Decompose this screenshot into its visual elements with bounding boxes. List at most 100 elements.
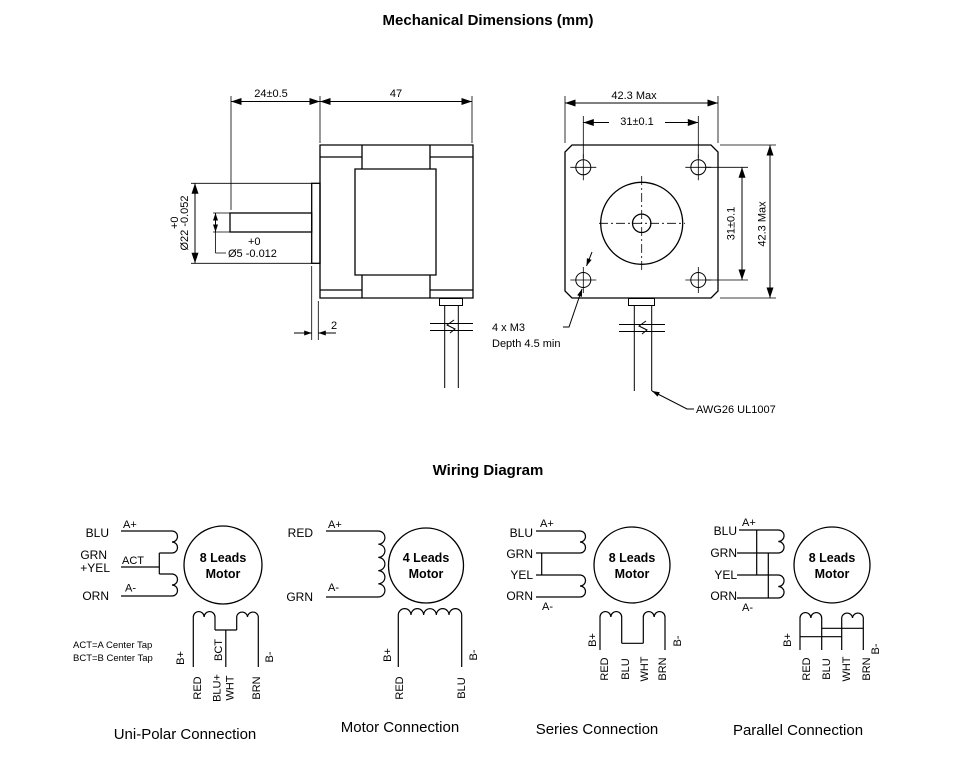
parallel-wire-grn: GRN (710, 546, 737, 560)
front-centerlines (599, 176, 685, 271)
front-flange-outline (564, 144, 719, 299)
parallel-wire-yel: YEL (714, 568, 737, 582)
front-cable (619, 298, 665, 391)
motor4-wire-red-bottom: RED (394, 676, 406, 699)
parallel-term-b-plus: B+ (782, 633, 794, 647)
series-wire-wht: WHT (639, 656, 651, 681)
thread-leader-line (563, 288, 583, 328)
motor4-wire-blu-bottom: BLU (456, 677, 468, 698)
unipolar-wire-grn: GRN (80, 548, 107, 562)
unipolar-term-a-minus: A- (125, 583, 136, 595)
side-extension-lines (191, 96, 473, 340)
side-cable-lines (444, 305, 459, 388)
parallel-caption: Parallel Connection (733, 722, 863, 739)
unipolar-term-bct: BCT (213, 639, 225, 661)
wiring-parallel: 8 Leads Motor BLU GRN YEL ORN A+ A- B+ B… (710, 517, 882, 739)
motor4-term-b-plus: B+ (382, 648, 394, 662)
side-cable (430, 298, 473, 388)
series-caption: Series Connection (536, 721, 659, 738)
thread-note-line1: 4 x M3 (492, 322, 525, 334)
parallel-wire-wht: WHT (841, 656, 853, 681)
side-shaft-boss (311, 182, 321, 264)
unipolar-term-act: ACT (122, 555, 144, 567)
series-wires (536, 530, 666, 650)
series-wire-red: RED (599, 657, 611, 680)
series-wire-grn: GRN (506, 547, 533, 561)
page-title-wiring: Wiring Diagram (433, 462, 544, 479)
dim-text-holes-v-group: 31±0.1 (726, 207, 738, 241)
dim-text-boss-dia-tol: +0 (169, 216, 181, 229)
motor4-wire-grn-left: GRN (286, 590, 313, 604)
motor4-term-a-plus: A+ (328, 519, 342, 531)
unipolar-term-b-minus: B- (264, 651, 276, 662)
dim-text-boss-depth: 2 (331, 320, 337, 332)
parallel-wires (737, 529, 864, 650)
wiring-series: 8 Leads Motor BLU GRN YEL ORN A+ A- B+ B… (506, 518, 684, 738)
front-cable-lines (633, 305, 653, 391)
dim-text-shaft-dia-tol: +0 (248, 236, 261, 248)
motor4-motor-line2: Motor (409, 567, 444, 581)
front-extension-lines (564, 96, 776, 299)
unipolar-wire-yel: +YEL (80, 561, 110, 575)
unipolar-note-line1: ACT=A Center Tap (73, 640, 152, 651)
parallel-motor-line1: 8 Leads (809, 551, 856, 565)
side-view: 24±0.5 47 Ø22 -0.052 +0 +0 Ø5 -0.012 2 (169, 88, 474, 388)
parallel-wire-red: RED (801, 657, 813, 680)
unipolar-motor-line1: 8 Leads (200, 551, 247, 565)
unipolar-term-a-plus: A+ (123, 519, 137, 531)
dim-text-mask (609, 113, 665, 128)
thread-note-line2: Depth 4.5 min (492, 338, 560, 350)
unipolar-wire-blu: BLU (86, 526, 109, 540)
side-cable-break (430, 319, 473, 334)
dim-text-boss-dia: Ø22 -0.052 (179, 195, 191, 250)
dim-text-width: 42.3 Max (611, 90, 657, 102)
series-motor-line2: Motor (615, 567, 650, 581)
wiring-motor4: 4 Leads Motor RED GRN A+ A- B+ B- RED BL… (286, 519, 480, 736)
unipolar-wires (121, 530, 259, 667)
dim-text-holes-h: 31±0.1 (620, 116, 654, 128)
side-dimensions: 24±0.5 47 Ø22 -0.052 +0 +0 Ø5 -0.012 2 (169, 88, 473, 340)
motor4-term-a-minus: A- (328, 582, 339, 594)
series-wire-yel: YEL (510, 568, 533, 582)
unipolar-caption: Uni-Polar Connection (114, 726, 257, 743)
dim-text-shaft-dia: Ø5 -0.012 (228, 248, 277, 260)
unipolar-wire-wht: WHT (225, 675, 237, 700)
series-term-a-plus: A+ (540, 518, 554, 530)
dim-text-holes-v: 31±0.1 (726, 207, 738, 241)
front-cable-connector (628, 298, 655, 306)
parallel-motor-circle (793, 526, 871, 604)
motor4-wire-red-left: RED (288, 526, 314, 540)
unipolar-wire-orn: ORN (82, 589, 109, 603)
unipolar-note-line2: BCT=B Center Tap (73, 653, 153, 664)
cable-spec-label: AWG26 UL1007 (696, 404, 776, 416)
parallel-wire-blu-bottom: BLU (821, 658, 833, 679)
dim-text-shaft-length: 24±0.5 (254, 88, 288, 100)
series-wire-brn: BRN (657, 657, 669, 680)
unipolar-wire-blu-plus: BLU+ (212, 674, 224, 702)
dim-text-boss-dia-group: Ø22 -0.052 +0 (169, 195, 191, 250)
front-view: 42.3 Max 31±0.1 31±0.1 42.3 Max 4 x M3 D… (492, 90, 776, 416)
cable-leader-line (651, 390, 694, 410)
front-mounting-holes (570, 154, 712, 293)
thread-leader-arrow-2 (586, 251, 593, 267)
motor4-motor-line1: 4 Leads (403, 551, 450, 565)
motor4-term-b-minus: B- (468, 649, 480, 660)
unipolar-motor-line2: Motor (206, 567, 241, 581)
series-term-a-minus: A- (542, 601, 553, 613)
series-motor-circle (593, 526, 671, 604)
series-wire-blu-bottom: BLU (620, 658, 632, 679)
front-cable-break (619, 320, 665, 335)
parallel-wire-orn: ORN (710, 589, 737, 603)
series-wire-orn: ORN (506, 589, 533, 603)
side-cable-connector (439, 298, 463, 306)
wiring-unipolar: 8 Leads Motor BLU GRN +YEL ORN A+ ACT A-… (73, 519, 276, 743)
front-dimensions: 42.3 Max 31±0.1 31±0.1 42.3 Max 4 x M3 D… (492, 90, 776, 416)
dim-text-height: 42.3 Max (757, 201, 769, 247)
unipolar-motor-circle (183, 525, 263, 605)
dim-text-body-length: 47 (390, 88, 402, 100)
parallel-term-b-minus: B- (870, 643, 882, 654)
series-wire-blu: BLU (510, 526, 533, 540)
dim-text-height-group: 42.3 Max (757, 201, 769, 247)
unipolar-wire-brn: BRN (251, 676, 263, 699)
